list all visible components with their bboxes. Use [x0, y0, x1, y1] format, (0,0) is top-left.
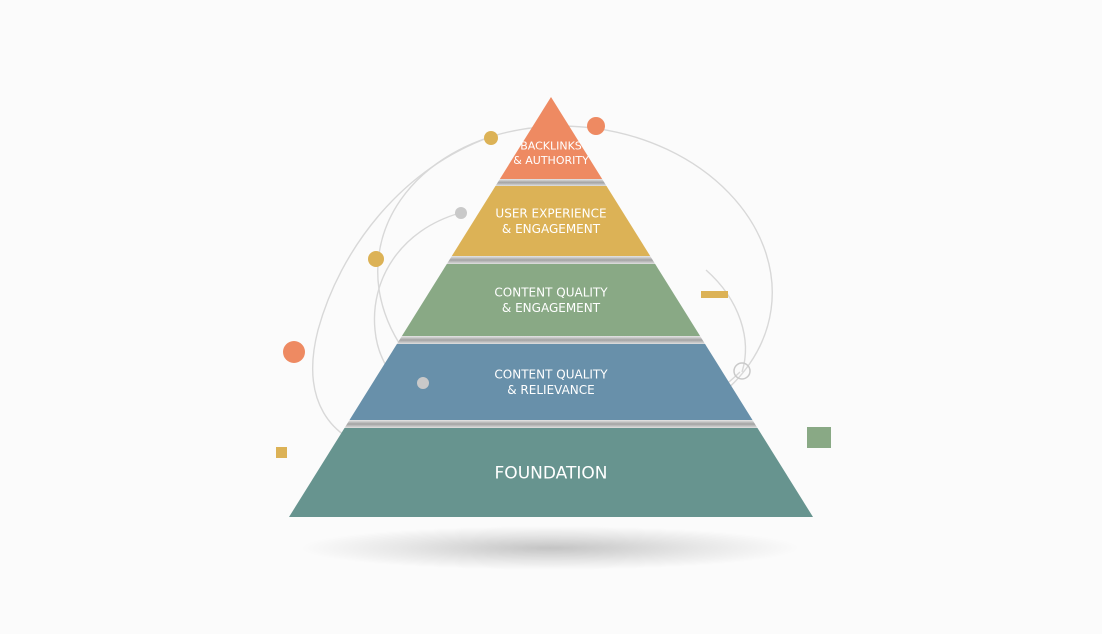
- pyramid-tier-1: BACKLINKS& AUTHORITY: [499, 97, 603, 179]
- tier-separators: [344, 179, 758, 428]
- accent-bar-gold: [701, 291, 728, 298]
- tier-shape: [289, 428, 813, 517]
- orbit-dot-orange-left: [283, 341, 305, 363]
- accent-square-gold: [276, 447, 287, 458]
- tier-separator: [446, 256, 656, 264]
- tier-label-line: CONTENT QUALITY: [494, 285, 608, 299]
- orbit-arc-right: [705, 269, 746, 373]
- orbit-dot-grey-lower: [417, 377, 429, 389]
- tier-shape: [451, 186, 651, 256]
- tier-shape: [349, 344, 753, 420]
- tier-separator: [344, 420, 758, 428]
- pyramid-tier-4: CONTENT QUALITY & RELIEVANCE: [349, 344, 753, 420]
- tier-label-line: & AUTHORITY: [513, 154, 589, 167]
- orbit-dot-grey-upper: [455, 207, 467, 219]
- orbit-dot-gold-top: [484, 131, 498, 145]
- orbit-arc-left: [312, 136, 491, 451]
- tier-label-line: BACKLINKS: [520, 140, 582, 153]
- accent-square-sage: [807, 427, 831, 448]
- tier-label-line: FOUNDATION: [495, 464, 608, 484]
- pyramid-tier-3: CONTENT QUALITY & ENGAGEMENT: [401, 264, 701, 336]
- decorative-accents: [276, 117, 831, 458]
- pyramid-tier-2: USER EXPERIENCE & ENGAGEMENT: [451, 186, 651, 256]
- tier-label-line: USER EXPERIENCE: [495, 206, 606, 220]
- tier-label-line: CONTENT QUALITY: [494, 367, 608, 381]
- tier-separator: [495, 179, 607, 186]
- tier-shape: [401, 264, 701, 336]
- pyramid-tier-5: FOUNDATION: [289, 428, 813, 517]
- tier-label-line: & ENGAGEMENT: [502, 301, 601, 315]
- tier-label-line: & ENGAGEMENT: [502, 222, 601, 236]
- tier-shape: [499, 97, 603, 179]
- orbit-dot-gold-left: [368, 251, 384, 267]
- pyramid-shadow: [300, 526, 800, 570]
- pyramid-tiers: BACKLINKS& AUTHORITY USER EXPERIENCE & ENG…: [289, 97, 813, 517]
- orbit-dot-orange-top: [587, 117, 605, 135]
- tier-label-line: & RELIEVANCE: [507, 383, 595, 397]
- orbit-ring-right: [733, 362, 751, 380]
- tier-separator: [396, 336, 706, 344]
